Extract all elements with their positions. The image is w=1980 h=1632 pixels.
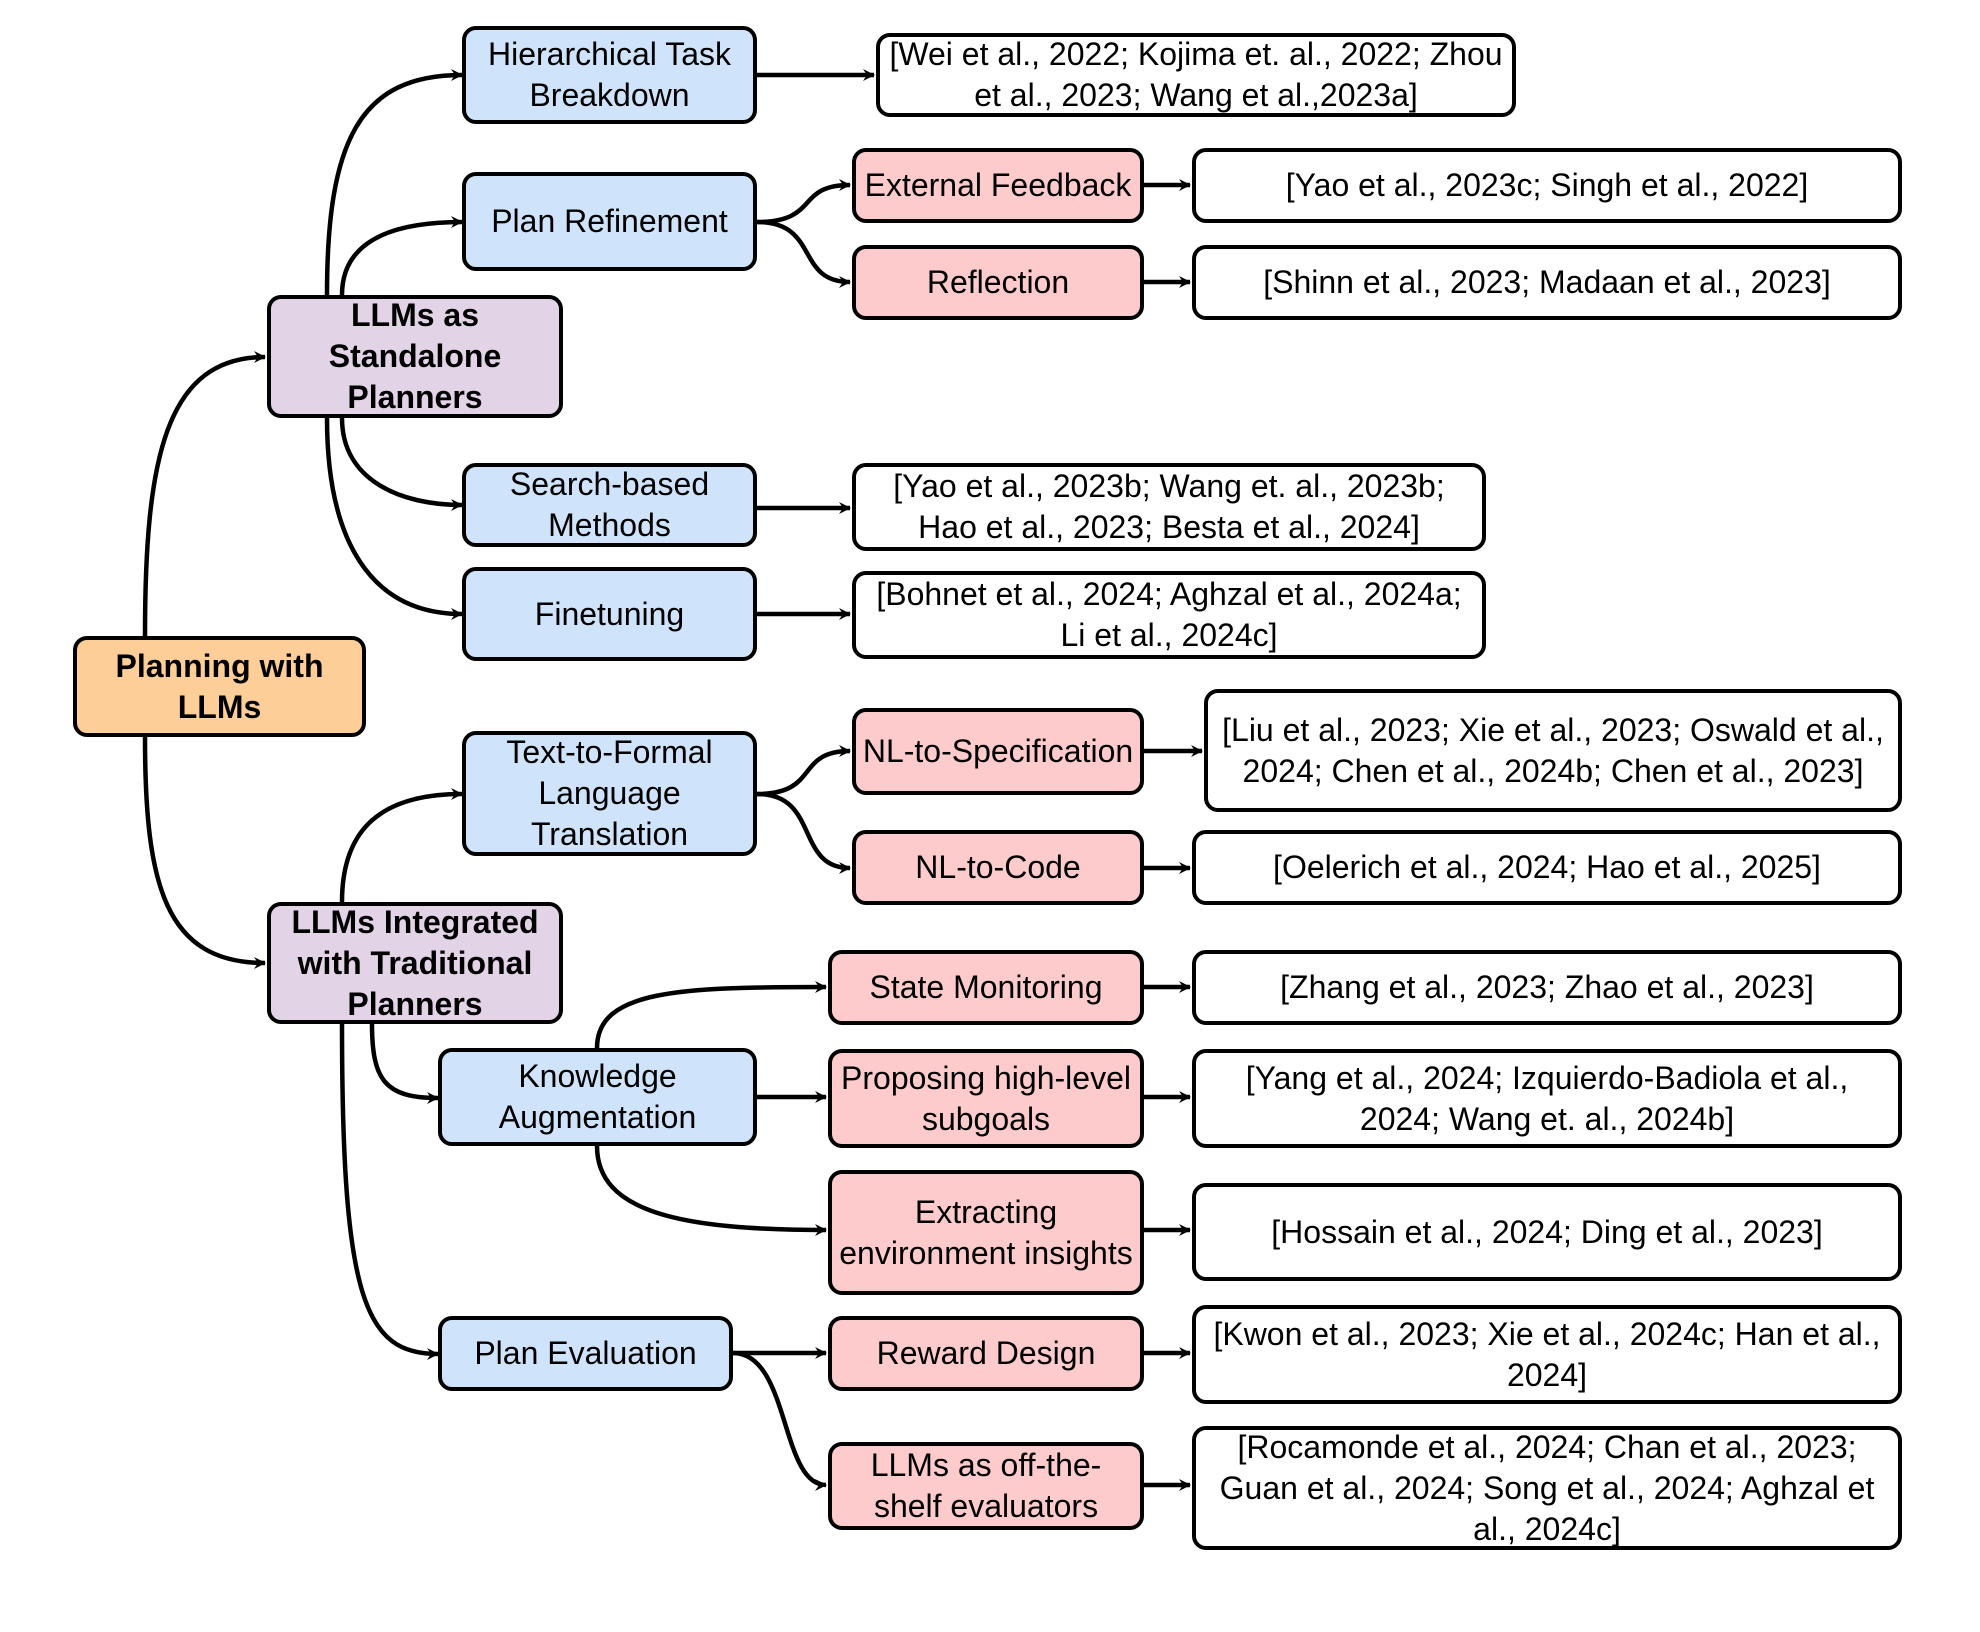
root-node: Planning with LLMs — [73, 636, 366, 737]
knowledge-augmentation-node: Knowledge Augmentation — [438, 1048, 757, 1146]
edge-translation-nlcode — [756, 791, 851, 874]
nl-to-code-node: NL-to-Code — [852, 830, 1144, 905]
plan-refinement-node: Plan Refinement — [462, 172, 757, 271]
edge-translation-nlspec — [756, 745, 851, 797]
state-monitoring-node: State Monitoring — [828, 950, 1144, 1025]
reward-design-refs-node: [Kwon et al., 2023; Xie et al., 2024c; H… — [1192, 1305, 1902, 1404]
high-level-subgoals-refs-node: [Yang et al., 2024; Izquierdo-Badiola et… — [1192, 1049, 1902, 1148]
environment-insights-refs-node: [Hossain et al., 2024; Ding et al., 2023… — [1192, 1183, 1902, 1281]
finetuning-refs-node: [Bohnet et al., 2024; Aghzal et al., 202… — [852, 571, 1486, 659]
high-level-subgoals-node: Proposing high-level subgoals — [828, 1049, 1144, 1148]
edge-root-integrated — [142, 736, 266, 969]
edge-integrated-knowledge — [369, 1023, 439, 1104]
edge-knowledge-insights — [594, 1145, 827, 1236]
hierarchical-refs-node: [Wei et al., 2022; Kojima et. al., 2022;… — [876, 33, 1516, 117]
edge-integrated-translation — [339, 788, 463, 903]
edge-refinement-reflection — [756, 219, 851, 288]
edge-standalone-refinement — [339, 216, 463, 296]
standalone-planners-node: LLMs as Standalone Planners — [267, 295, 563, 418]
hierarchical-task-node: Hierarchical Task Breakdown — [462, 26, 757, 124]
edge-standalone-finetuning — [324, 417, 463, 620]
edge-refinement-external — [756, 179, 851, 225]
nl-to-specification-refs-node: [Liu et al., 2023; Xie et al., 2023; Osw… — [1204, 689, 1902, 812]
reward-design-node: Reward Design — [828, 1316, 1144, 1391]
edge-integrated-evaluation — [339, 1023, 439, 1360]
edge-evaluation-evaluators — [732, 1350, 827, 1491]
edge-knowledge-state — [594, 981, 827, 1049]
reflection-node: Reflection — [852, 245, 1144, 320]
search-refs-node: [Yao et al., 2023b; Wang et. al., 2023b;… — [852, 463, 1486, 551]
integrated-planners-node: LLMs Integrated with Traditional Planner… — [267, 902, 563, 1024]
text-to-formal-node: Text-to-Formal Language Translation — [462, 731, 757, 856]
plan-evaluation-node: Plan Evaluation — [438, 1316, 733, 1391]
edge-root-standalone — [142, 351, 266, 637]
finetuning-node: Finetuning — [462, 567, 757, 661]
external-feedback-node: External Feedback — [852, 148, 1144, 223]
nl-to-code-refs-node: [Oelerich et al., 2024; Hao et al., 2025… — [1192, 830, 1902, 905]
off-the-shelf-evaluators-node: LLMs as off-the-shelf evaluators — [828, 1442, 1144, 1530]
environment-insights-node: Extracting environment insights — [828, 1170, 1144, 1295]
off-the-shelf-evaluators-refs-node: [Rocamonde et al., 2024; Chan et al., 20… — [1192, 1426, 1902, 1550]
external-feedback-refs-node: [Yao et al., 2023c; Singh et al., 2022] — [1192, 148, 1902, 223]
reflection-refs-node: [Shinn et al., 2023; Madaan et al., 2023… — [1192, 245, 1902, 320]
nl-to-specification-node: NL-to-Specification — [852, 708, 1144, 795]
state-monitoring-refs-node: [Zhang et al., 2023; Zhao et al., 2023] — [1192, 950, 1902, 1025]
search-methods-node: Search-based Methods — [462, 463, 757, 547]
edge-standalone-hierarchical — [324, 69, 463, 296]
edge-standalone-search — [339, 417, 463, 511]
